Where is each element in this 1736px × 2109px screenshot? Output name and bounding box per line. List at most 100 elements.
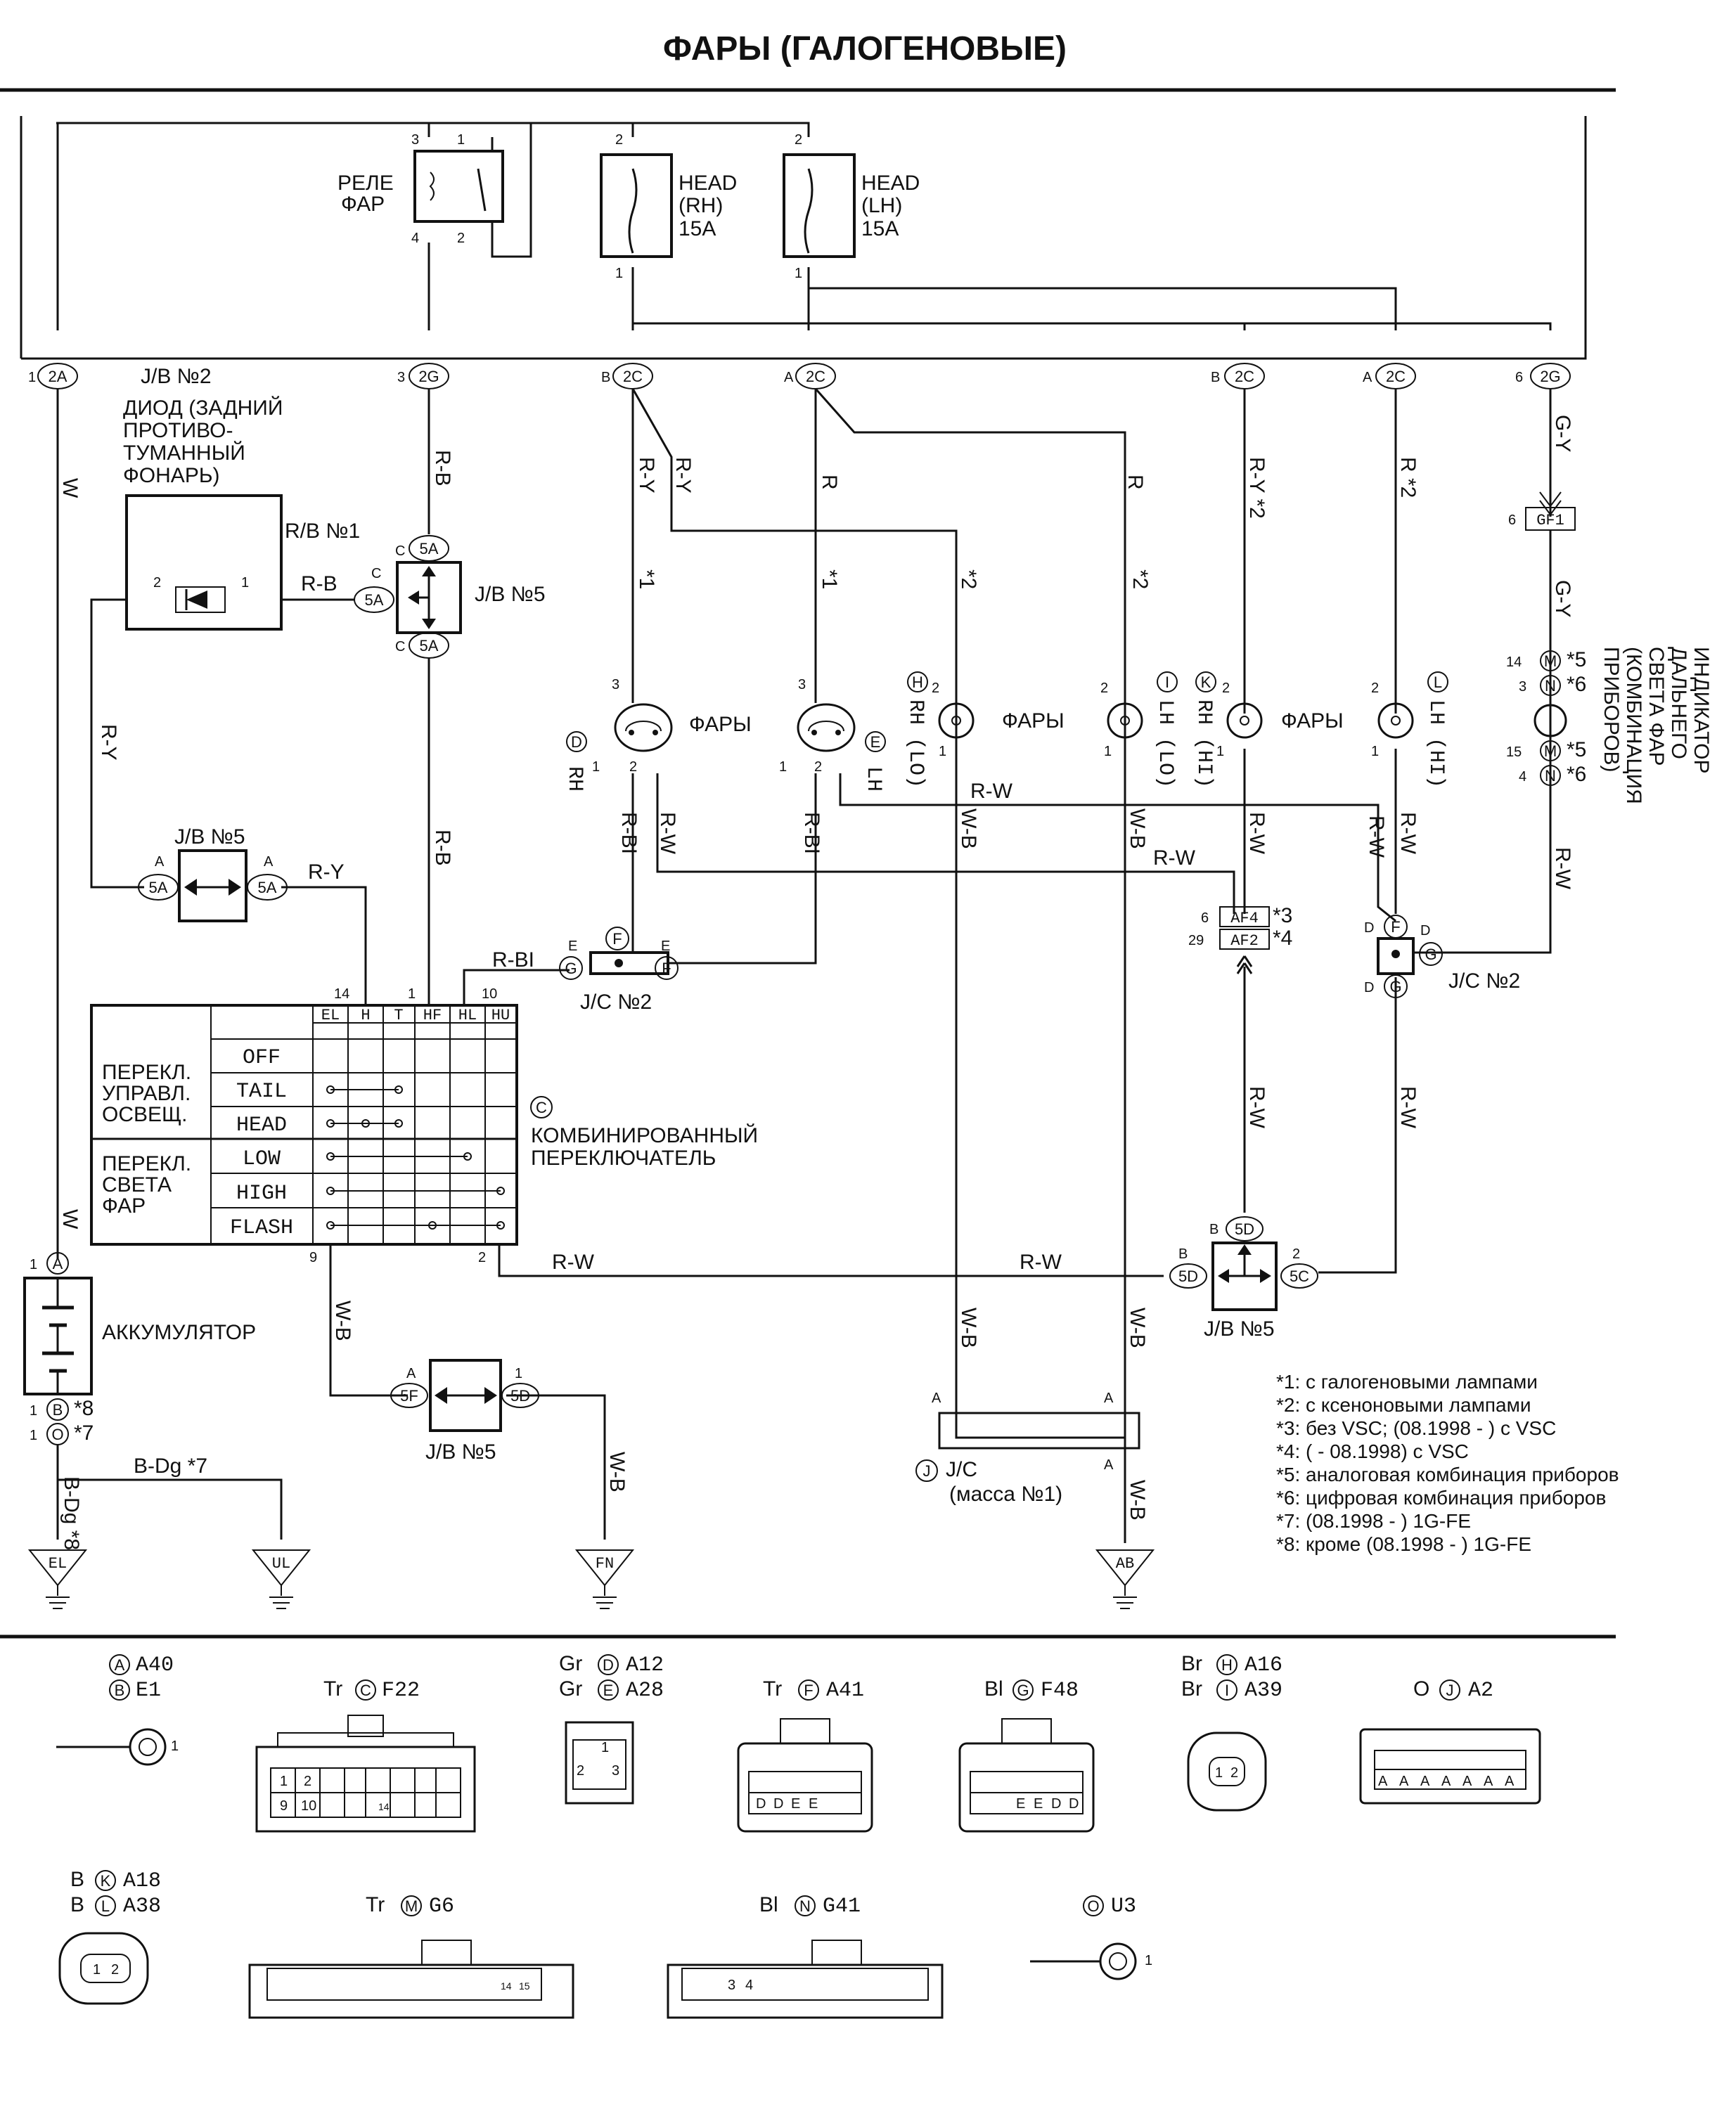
svg-text:(LH): (LH): [861, 194, 902, 217]
headlamp-i-lh-lo: 21 I LH (LO): [1100, 671, 1178, 788]
svg-text:ФАРЫ: ФАРЫ: [1281, 709, 1344, 733]
svg-text:2: 2: [629, 759, 637, 775]
svg-text:E1: E1: [136, 1679, 161, 1703]
svg-text:3: 3: [728, 1978, 735, 1993]
svg-text:R-W: R-W: [656, 812, 679, 855]
svg-text:1: 1: [515, 1366, 522, 1381]
connector-legend: A A40 B E1 1 Tr C F22 1 2 9 10 14 Gr: [56, 1652, 1541, 2019]
svg-text:15A: 15A: [679, 217, 716, 240]
relay-pin-3: 3: [411, 132, 419, 148]
svg-text:G-Y: G-Y: [1551, 415, 1574, 452]
svg-text:6: 6: [1515, 370, 1523, 385]
svg-text:B-Dg *8: B-Dg *8: [60, 1476, 83, 1550]
svg-text:1: 1: [601, 1740, 609, 1755]
svg-text:A: A: [1505, 1774, 1515, 1789]
svg-text:(масса №1): (масса №1): [949, 1483, 1062, 1506]
rear-fog-diode: 2 1 ДИОД (ЗАДНИЙ ПРОТИВО- ТУМАННЫЙ ФОНАР…: [123, 396, 360, 631]
svg-text:2: 2: [1292, 1246, 1300, 1262]
svg-text:M: M: [1544, 652, 1557, 670]
svg-text:ФОНАРЬ): ФОНАРЬ): [123, 464, 220, 487]
svg-text:LOW: LOW: [243, 1147, 281, 1171]
svg-text:H: H: [912, 673, 923, 691]
svg-text:4: 4: [745, 1978, 753, 1993]
svg-text:1: 1: [1215, 1765, 1223, 1781]
svg-text:A: A: [155, 854, 165, 870]
svg-text:C: C: [395, 543, 405, 559]
svg-text:Bl: Bl: [759, 1893, 778, 1916]
footnotes: *1: с галогеновыми лампами *2: с ксеноно…: [1276, 1371, 1619, 1555]
svg-text:A28: A28: [626, 1679, 664, 1703]
bus-conn-2c-a1: 2C A: [784, 363, 836, 389]
svg-text:W-B: W-B: [605, 1452, 629, 1492]
fuse-head-rh: 2 1 HEAD (RH) 15A: [600, 132, 737, 281]
svg-text:G: G: [1389, 978, 1401, 995]
svg-text:R-W: R-W: [1153, 846, 1196, 870]
svg-text:D: D: [1364, 980, 1374, 995]
svg-text:F48: F48: [1041, 1679, 1079, 1703]
svg-text:A: A: [1363, 370, 1372, 385]
svg-text:D: D: [571, 733, 582, 751]
wiring: [56, 388, 1562, 1543]
svg-text:1: 1: [30, 1428, 37, 1443]
svg-text:КОМБИНИРОВАННЫЙ: КОМБИНИРОВАННЫЙ: [531, 1123, 758, 1147]
svg-text:AF4: AF4: [1230, 910, 1259, 927]
fuse-head-lh: 2 1 HEAD (LH) 15A: [783, 132, 920, 281]
relay-pin-4: 4: [411, 231, 419, 246]
svg-text:A: A: [53, 1255, 63, 1272]
svg-text:G: G: [1425, 946, 1436, 963]
svg-text:HIGH: HIGH: [236, 1182, 287, 1206]
svg-text:F: F: [612, 930, 622, 948]
svg-text:УПРАВЛ.: УПРАВЛ.: [102, 1082, 191, 1105]
jb5-lower-right: 5D B 5D B 5C 2 J/B №5: [1169, 1216, 1318, 1341]
svg-text:HF: HF: [423, 1007, 442, 1024]
svg-text:K: K: [1201, 673, 1211, 691]
svg-text:2: 2: [814, 759, 822, 775]
svg-text:R-B: R-B: [431, 830, 454, 866]
svg-text:R-W: R-W: [1020, 1251, 1062, 1274]
svg-text:C: C: [371, 566, 381, 581]
legend-f48: Bl G F48 E E D D: [958, 1677, 1095, 1833]
bus-conn-2a: 2A 1: [28, 363, 78, 389]
bus-conn-2g-6: 2G 6: [1515, 363, 1571, 389]
svg-text:O: O: [1413, 1677, 1429, 1701]
svg-text:RH: RH: [562, 766, 586, 792]
svg-text:E: E: [1034, 1796, 1043, 1812]
svg-text:5D: 5D: [1235, 1220, 1254, 1238]
bus-conn-2c-b2: 2C B: [1211, 363, 1265, 389]
page-title: ФАРЫ (ГАЛОГЕНОВЫЕ): [663, 30, 1067, 67]
svg-text:C: C: [536, 1099, 547, 1116]
svg-text:5F: 5F: [400, 1387, 418, 1405]
svg-text:ДАЛЬНЕГО: ДАЛЬНЕГО: [1667, 647, 1690, 759]
svg-text:R-Y *2: R-Y *2: [1245, 457, 1268, 519]
svg-text:A38: A38: [123, 1895, 161, 1918]
svg-text:14: 14: [501, 1980, 512, 1992]
svg-text:6: 6: [1508, 512, 1516, 528]
svg-text:B: B: [115, 1682, 125, 1699]
headlamp-h-rh-lo: 21 H RH (LO): [904, 671, 975, 788]
headlamp-l-lh-hi: 21 L LH (HI): [1371, 671, 1448, 788]
headlamp-e-lh: 3 1 2 E LH: [779, 677, 886, 792]
svg-text:9: 9: [280, 1798, 288, 1814]
svg-text:2C: 2C: [1235, 368, 1254, 385]
svg-text:A: A: [1484, 1774, 1493, 1789]
svg-text:A: A: [1104, 1457, 1114, 1473]
svg-text:1: 1: [171, 1739, 179, 1754]
svg-text:3: 3: [397, 370, 405, 385]
svg-text:E: E: [603, 1682, 614, 1699]
svg-text:3: 3: [612, 677, 619, 692]
svg-text:E: E: [870, 733, 881, 751]
svg-text:R-Y: R-Y: [635, 457, 658, 494]
legend-a40-e1: A A40 B E1 1: [56, 1653, 179, 1766]
svg-text:B: B: [1211, 370, 1220, 385]
svg-text:RH (LO): RH (LO): [904, 699, 927, 788]
svg-text:F: F: [804, 1682, 813, 1699]
svg-text:ФАРЫ: ФАРЫ: [689, 713, 752, 736]
svg-text:L: L: [1434, 673, 1442, 691]
svg-text:EL: EL: [49, 1555, 67, 1573]
ground-points: EL UL FN AB: [27, 1549, 1155, 1609]
svg-text:LH: LH: [861, 766, 885, 792]
svg-text:*5: *5: [1567, 738, 1586, 761]
svg-text:A18: A18: [123, 1869, 161, 1893]
svg-text:AB: AB: [1116, 1555, 1134, 1573]
svg-text:J: J: [923, 1462, 931, 1480]
